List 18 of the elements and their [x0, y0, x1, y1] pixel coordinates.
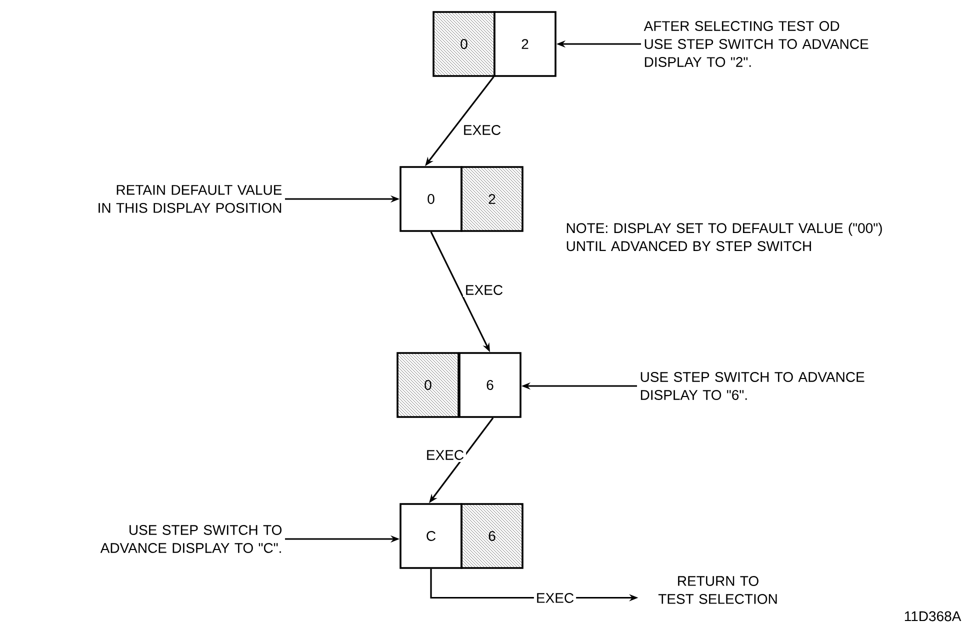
note-text: RETAIN DEFAULT VALUE IN THIS DISPLAY POSITION: [98, 185, 282, 213]
display-cell: 6: [458, 352, 522, 418]
figure-number: 11D368A: [904, 611, 962, 622]
note-text: RETURN TO TEST SELECTION: [658, 576, 777, 604]
edge-label: EXEC: [534, 591, 576, 605]
edge-label: EXEC: [462, 283, 506, 297]
shaded-display-cell: 2: [460, 166, 524, 232]
note-text: AFTER SELECTING TEST OD USE STEP SWITCH TO ADVANCE DISPLAY TO "2".: [644, 21, 868, 67]
display-cell: 0: [400, 166, 462, 232]
note: NOTE: DISPLAY SET TO DEFAULT VALUE ("00") UNTIL ADVANCED BY STEP SWITCH: [566, 222, 882, 252]
note-text: USE STEP SWITCH TO ADVANCE DISPLAY TO "C".: [100, 525, 282, 553]
edge-label: EXEC: [460, 123, 504, 137]
shaded-display-cell: 0: [396, 352, 460, 418]
edge-label: EXEC: [424, 448, 466, 462]
display-cell: C: [400, 503, 462, 569]
display-cell: 2: [494, 11, 556, 77]
shaded-display-cell: 6: [460, 503, 524, 569]
note-text: USE STEP SWITCH TO ADVANCE DISPLAY TO "6".: [640, 372, 864, 400]
